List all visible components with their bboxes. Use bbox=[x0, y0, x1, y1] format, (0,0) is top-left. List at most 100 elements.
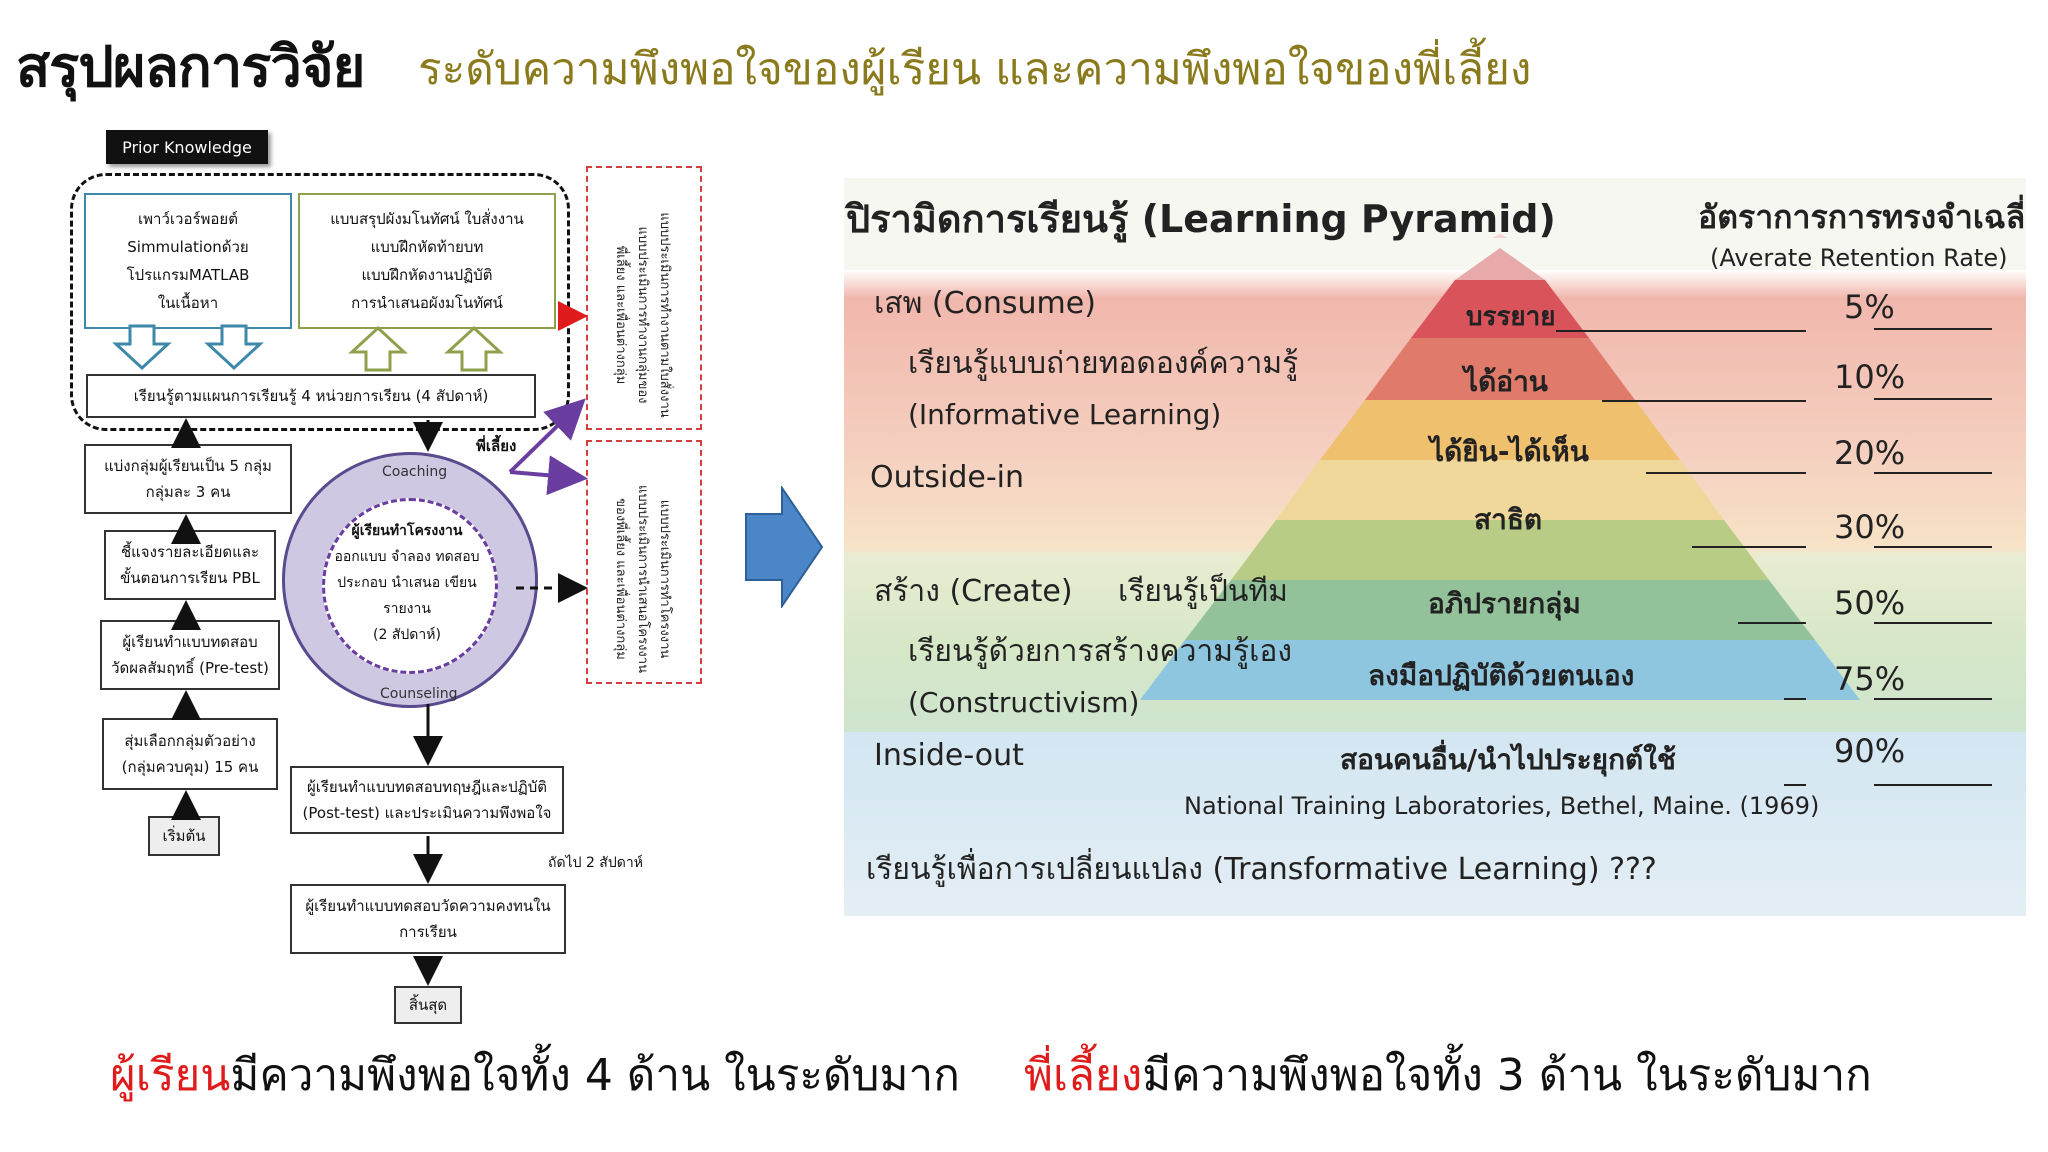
project-text: ผู้เรียนทำโครงงาน ออกแบบ จำลอง ทดสอบ ประ… bbox=[322, 518, 492, 648]
consume-label: เสพ (Consume) bbox=[874, 286, 1096, 321]
pct-rule bbox=[1874, 472, 1992, 474]
start-box: เริ่มต้น bbox=[148, 816, 220, 856]
slide-title: สรุปผลการวิจัย bbox=[16, 35, 365, 100]
project-line: รายงาน bbox=[383, 601, 431, 617]
rule-75 bbox=[1784, 698, 1806, 700]
counseling-label: Counseling bbox=[380, 686, 458, 702]
pyramid-bottom-band bbox=[844, 732, 2026, 916]
consume-description-en: (Informative Learning) bbox=[908, 398, 1222, 431]
retention-line: การเรียน bbox=[399, 923, 457, 941]
level-label: บรรยาย bbox=[1466, 302, 1556, 332]
pct-rule bbox=[1874, 784, 1992, 786]
explain-step-line: ชี้แจงรายละเอียดและ bbox=[120, 543, 260, 561]
mentor-result-text: มีความพึงพอใจทั้ง 3 ด้าน ในระดับมาก bbox=[1142, 1050, 1872, 1101]
retention-line: ผู้เรียนทำแบบทดสอบวัดความคงทนใน bbox=[305, 897, 551, 915]
green-up-arrow-1 bbox=[348, 325, 408, 372]
rule-10 bbox=[1602, 400, 1806, 402]
next-weeks-label: ถัดไป 2 สัปดาห์ bbox=[548, 855, 643, 871]
project-line: ผู้เรียนทำโครงงาน bbox=[351, 523, 463, 539]
pct-rule bbox=[1874, 546, 1992, 548]
sample-step-line: สุ่มเลือกกลุ่มตัวอย่าง bbox=[124, 732, 256, 750]
group-step-line: กลุ่มละ 3 คน bbox=[145, 483, 231, 501]
retention-pct: 10% bbox=[1834, 358, 1906, 396]
pretest-step-box: ผู้เรียนทำแบบทดสอบ วัดผลสัมฤทธิ์ (Pre-te… bbox=[100, 620, 280, 690]
retention-rate-subtitle: (Averate Retention Rate) bbox=[1710, 244, 2008, 272]
mentor-label: พี่เลี้ยง bbox=[476, 437, 517, 455]
posttest-line: (Post-test) และประเมินความพึงพอใจ bbox=[302, 804, 552, 822]
learning-plan-text: เรียนรู้ตามแผนการเรียนรู้ 4 หน่วยการเรีย… bbox=[133, 387, 489, 405]
powerpoint-line: Simmulationด้วย bbox=[127, 238, 249, 256]
start-text: เริ่มต้น bbox=[162, 827, 206, 845]
inside-out-label: Inside-out bbox=[874, 738, 1024, 773]
level-label: ได้อ่าน bbox=[1464, 365, 1548, 398]
purple-arrow-up bbox=[508, 398, 586, 474]
powerpoint-line: ในเนื้อหา bbox=[157, 294, 219, 312]
prior-knowledge-label: Prior Knowledge bbox=[106, 130, 268, 164]
level-label: อภิปรายกลุ่ม bbox=[1428, 587, 1581, 620]
pretest-step-line: ผู้เรียนทำแบบทดสอบ bbox=[122, 633, 258, 651]
powerpoint-box: เพาว์เวอร์พอยต์ Simmulationด้วย โปรแกรมM… bbox=[84, 193, 292, 329]
project-line: ประกอบ นำเสนอ เขียน bbox=[337, 575, 477, 591]
rule-50 bbox=[1738, 622, 1806, 624]
transition-arrow bbox=[745, 486, 824, 608]
end-box: สิ้นสุด bbox=[394, 986, 462, 1024]
pyramid-source: National Training Laboratories, Bethel, … bbox=[1184, 792, 1820, 820]
pct-rule bbox=[1874, 328, 1992, 330]
pct-rule bbox=[1874, 622, 1992, 624]
create-label: สร้าง (Create) bbox=[874, 574, 1073, 609]
team-label: เรียนรู้เป็นทีม bbox=[1118, 574, 1288, 609]
eval-project-box bbox=[586, 440, 702, 684]
rule-90 bbox=[1784, 784, 1806, 786]
blue-down-arrow-1 bbox=[112, 324, 172, 371]
pct-rule bbox=[1874, 698, 1992, 700]
slide-subtitle: ระดับความพึงพอใจของผู้เรียน และความพึงพอ… bbox=[418, 44, 1532, 95]
pyramid-title: ปิรามิดการเรียนรู้ (Learning Pyramid) bbox=[846, 197, 1556, 241]
worksheet-line: แบบฝึกหัดท้ายบท bbox=[370, 238, 484, 256]
retention-rate-title: อัตราการการทรงจำเฉลี่ย bbox=[1698, 198, 2026, 236]
create-description: เรียนรู้ด้วยการสร้างความรู้เอง bbox=[908, 634, 1293, 669]
worksheet-line: แบบฝึกหัดงานปฏิบัติ bbox=[361, 266, 493, 284]
level-label: ได้ยิน-ได้เห็น bbox=[1430, 435, 1589, 468]
retention-pct: 30% bbox=[1834, 508, 1906, 546]
transformative-label: เรียนรู้เพื่อการเปลี่ยนแปลง (Transformat… bbox=[866, 852, 1657, 887]
learner-word: ผู้เรียน bbox=[110, 1050, 231, 1101]
retention-pct: 20% bbox=[1834, 434, 1906, 472]
project-line: (2 สัปดาห์) bbox=[373, 627, 441, 643]
posttest-line: ผู้เรียนทำแบบทดสอบทฤษฎีและปฏิบัติ bbox=[306, 778, 548, 796]
level-label: สอนคนอื่น/นำไปประยุกต์ใช้ bbox=[1340, 743, 1676, 776]
retention-pct: 90% bbox=[1834, 732, 1906, 770]
worksheet-line: แบบสรุปผังมโนทัศน์ ใบสั่งงาน bbox=[330, 210, 524, 228]
rule-5 bbox=[1556, 330, 1806, 332]
rule-30 bbox=[1692, 546, 1806, 548]
retention-pct: 75% bbox=[1834, 660, 1906, 698]
group-step-line: แบ่งกลุ่มผู้เรียนเป็น 5 กลุ่ม bbox=[104, 457, 272, 475]
project-line: ออกแบบ จำลอง ทดสอบ bbox=[334, 549, 480, 565]
posttest-box: ผู้เรียนทำแบบทดสอบทฤษฎีและปฏิบัติ (Post-… bbox=[290, 766, 564, 834]
retention-test-box: ผู้เรียนทำแบบทดสอบวัดความคงทนใน การเรียน bbox=[290, 884, 566, 954]
pct-rule bbox=[1874, 398, 1992, 400]
retention-pct: 5% bbox=[1844, 288, 1895, 326]
learning-pyramid-panel: ปิรามิดการเรียนรู้ (Learning Pyramid) อั… bbox=[844, 178, 2026, 916]
explain-step-line: ขั้นตอนการเรียน PBL bbox=[120, 569, 260, 587]
pyramid-shape bbox=[1140, 234, 1860, 700]
learner-result: ผู้เรียนมีความพึงพอใจทั้ง 4 ด้าน ในระดับ… bbox=[110, 1040, 960, 1110]
worksheet-box: แบบสรุปผังมโนทัศน์ ใบสั่งงาน แบบฝึกหัดท้… bbox=[298, 193, 556, 329]
pretest-step-line: วัดผลสัมฤทธิ์ (Pre-test) bbox=[111, 659, 269, 677]
level-label: สาธิต bbox=[1474, 503, 1543, 536]
blue-down-arrow-2 bbox=[204, 324, 264, 371]
coaching-label: Coaching bbox=[382, 464, 448, 480]
outside-in-label: Outside-in bbox=[870, 460, 1025, 495]
worksheet-line: การนำเสนอผังมโนทัศน์ bbox=[351, 294, 503, 312]
eval-worksheet-box bbox=[586, 166, 702, 430]
project-core bbox=[322, 498, 498, 674]
sample-step-line: (กลุ่มควบคุม) 15 คน bbox=[121, 758, 259, 776]
green-up-arrow-2 bbox=[444, 325, 504, 372]
create-description-en: (Constructivism) bbox=[908, 686, 1140, 719]
powerpoint-line: เพาว์เวอร์พอยต์ bbox=[138, 210, 238, 228]
learning-plan-box: เรียนรู้ตามแผนการเรียนรู้ 4 หน่วยการเรีย… bbox=[86, 374, 536, 418]
powerpoint-line: โปรแกรมMATLAB bbox=[126, 266, 250, 284]
mentor-word: พี่เลี้ยง bbox=[1024, 1050, 1143, 1101]
learner-result-text: มีความพึงพอใจทั้ง 4 ด้าน ในระดับมาก bbox=[230, 1050, 960, 1101]
mentor-result: พี่เลี้ยงมีความพึงพอใจทั้ง 3 ด้าน ในระดั… bbox=[1024, 1040, 1872, 1110]
